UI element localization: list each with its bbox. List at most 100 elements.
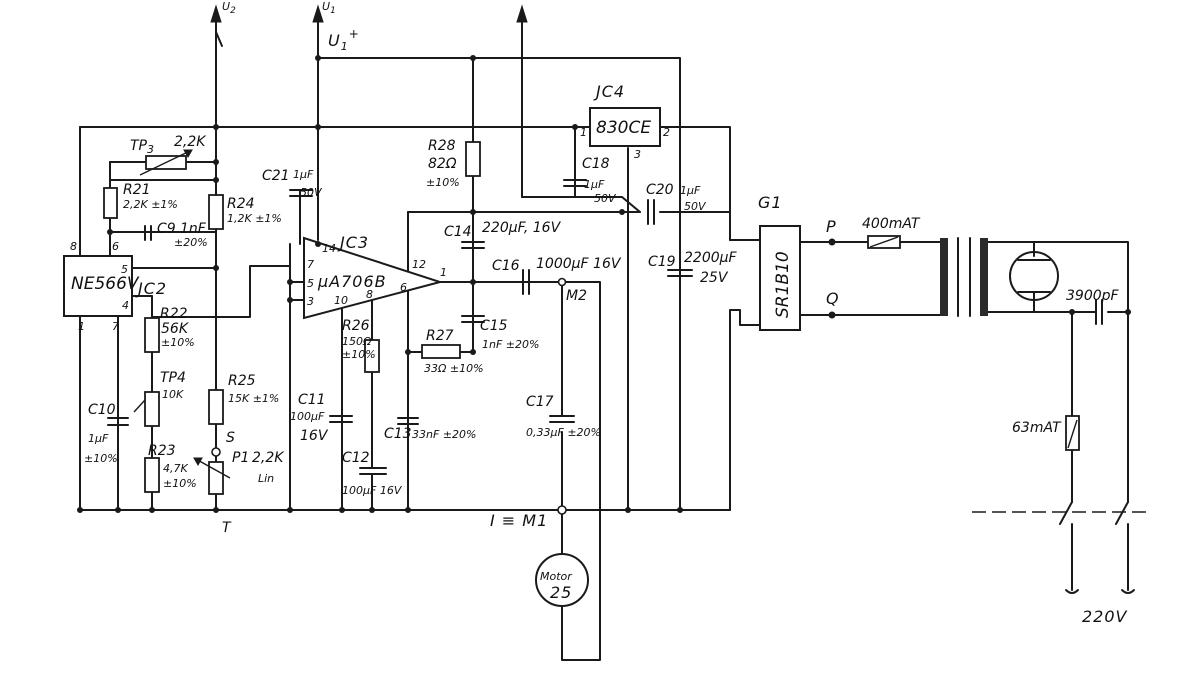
svg-text:U1: U1 xyxy=(322,0,336,16)
c17-value: 0,33μF ±20% xyxy=(526,426,601,439)
s-label: S xyxy=(226,430,235,446)
c10-tolerance: ±10% xyxy=(84,452,118,465)
potentiometer-p1: P1 2,2K Lin xyxy=(193,450,285,495)
node-m1 xyxy=(557,505,567,515)
motor-line2: 25 xyxy=(550,583,572,602)
tp4-value: 10K xyxy=(162,388,184,401)
capacitor-c17: C17 0,33μF ±20% xyxy=(526,394,601,439)
c21-value: 1μF xyxy=(293,168,314,181)
capacitor-c13: C13 33nF ±20% xyxy=(384,417,476,442)
jc3-pin8: 8 xyxy=(366,288,373,301)
resistor-r27: R27 33Ω ±10% xyxy=(421,328,484,375)
u1-plus-sub: 1 xyxy=(341,40,349,53)
r24-value: 1,2K ±1% xyxy=(227,212,282,225)
jc3-pin3: 3 xyxy=(307,295,314,308)
r22-name: R22 xyxy=(160,306,188,322)
resistor-r23: R23 4,7K ±10% xyxy=(144,443,197,493)
wiring xyxy=(79,57,1129,661)
c16-value: 1000μF 16V xyxy=(536,256,622,272)
r26-tolerance: ±10% xyxy=(342,348,376,361)
capacitor-c11: C11 100μF 16V xyxy=(290,392,353,444)
ic-jc4: 830CE JC4 1 2 3 xyxy=(580,82,670,161)
p1-value: 2,2K xyxy=(252,450,285,466)
c14-value: 220μF, 16V xyxy=(482,220,562,236)
r22-value: 56K xyxy=(161,321,190,337)
c19-value: 2200μF xyxy=(684,250,738,266)
p1-name: P1 xyxy=(232,450,249,466)
jc3-pin12: 12 xyxy=(412,258,426,271)
t-label: T xyxy=(222,520,232,536)
u1-plus-label: U xyxy=(328,31,341,50)
u2-tick-mark xyxy=(215,31,223,47)
jc3-pin1: 1 xyxy=(440,266,447,279)
g1-label: G1 xyxy=(758,193,783,212)
r23-tolerance: ±10% xyxy=(163,477,197,490)
jc4-pin2: 2 xyxy=(663,126,670,139)
jc3-pin10: 10 xyxy=(334,294,348,307)
tp3-value: 2,2K xyxy=(174,134,207,150)
u1-sub: 1 xyxy=(330,6,336,16)
svg-text:U2: U2 xyxy=(222,0,236,16)
capacitor-3900pf: 3900pF xyxy=(1066,288,1120,325)
r23-value: 4,7K xyxy=(163,462,188,475)
c17-name: C17 xyxy=(526,394,554,410)
c20-value: 1μF xyxy=(680,184,701,197)
transformer xyxy=(940,237,988,317)
p-label: P xyxy=(826,217,837,236)
node-s xyxy=(211,447,221,457)
capacitor-c21: C21 1μF 50V xyxy=(262,168,323,245)
r26-value: 150Ω xyxy=(342,335,372,348)
m2-label: M2 xyxy=(566,288,587,304)
jc2-chip-label: NE566V xyxy=(71,274,140,294)
jc2-pin6: 6 xyxy=(112,240,119,253)
g1-chip-label: SR1B10 xyxy=(773,251,793,318)
tp3-potentiometer: TP3 2,2K xyxy=(130,134,207,176)
resistor-r24: R24 1,2K ±1% xyxy=(208,194,282,230)
u2-label: U xyxy=(222,0,230,13)
c9-name: C9 xyxy=(157,221,176,237)
jc2-pin5: 5 xyxy=(121,263,128,276)
u2-sub: 2 xyxy=(230,6,236,16)
capacitor-c19: C19 2200μF 25V xyxy=(648,250,738,286)
c18-name: C18 xyxy=(582,156,610,172)
jc3-pin5: 5 xyxy=(307,277,314,290)
c11-voltage: 16V xyxy=(300,428,329,444)
motor-line1: Motor xyxy=(540,570,573,583)
capacitor-c20: C20 1μF 50V xyxy=(646,182,707,225)
u1-label: U xyxy=(322,0,330,13)
c9-tolerance: ±20% xyxy=(174,236,208,249)
r24-name: R24 xyxy=(227,196,255,212)
ic-g1: SR1B10 G1 xyxy=(758,193,801,331)
c10-name: C10 xyxy=(88,402,116,418)
r26-name: R26 xyxy=(342,318,370,334)
capacitor-c9: C9 1nF ±20% xyxy=(144,221,208,249)
junctions xyxy=(77,55,1131,513)
mains-value: 220V xyxy=(1082,607,1128,626)
c15-name: C15 xyxy=(480,318,508,334)
tp3-name: TP3 xyxy=(130,138,154,156)
jc3-label: JC3 xyxy=(337,233,369,252)
c14-name: C14 xyxy=(444,224,472,240)
r25-name: R25 xyxy=(228,373,256,389)
c11-name: C11 xyxy=(298,392,326,408)
c20-voltage: 50V xyxy=(684,200,707,213)
c13-name: C13 xyxy=(384,426,412,442)
jc2-pin4: 4 xyxy=(122,299,129,312)
r25-value: 15K ±1% xyxy=(228,392,279,405)
c18-voltage: 50V xyxy=(594,192,617,205)
c21-name: C21 xyxy=(262,168,290,184)
m1-label: I ≡ M1 xyxy=(490,511,548,530)
jc2-pin8: 8 xyxy=(70,240,77,253)
jc3-pin6: 6 xyxy=(400,281,407,294)
c12-name: C12 xyxy=(342,450,370,466)
c15-value: 1nF ±20% xyxy=(482,338,539,351)
mains-switch: 220V xyxy=(972,501,1150,626)
fuse2-value: 63mAT xyxy=(1012,420,1062,436)
resistor-r28: R28 82Ω ±10% xyxy=(426,138,481,189)
tp4-potentiometer: TP4 10K xyxy=(133,370,186,427)
rail-u1: U1 U1+ xyxy=(312,0,359,241)
ic-jc3: μA706B JC3 7 14 5 3 10 8 6 12 1 xyxy=(303,233,447,320)
c20-name: C20 xyxy=(646,182,674,198)
r23-name: R23 xyxy=(148,443,176,459)
